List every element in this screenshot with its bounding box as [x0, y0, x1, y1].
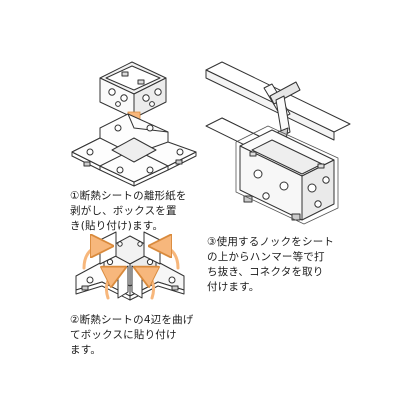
step3-illustration	[205, 61, 351, 225]
outlet-box-step3	[235, 125, 339, 225]
step2-illustration	[75, 231, 185, 301]
step1-caption: ①断熱シートの離形紙を 剥がし、ボックスを置 き(貼り付け)ます。	[70, 189, 187, 234]
caption-line: 剥がし、ボックスを置	[70, 205, 177, 217]
caption-line: ます。	[70, 344, 102, 356]
caption-line: ③使用するノックをシート	[207, 236, 335, 248]
step3-caption: ③使用するノックをシート の上からハンマー等で打 ち抜き、コネクタを取り 付けま…	[207, 235, 334, 295]
caption-line: の上からハンマー等で打	[207, 251, 325, 263]
caption-line: ①断熱シートの離形紙を	[70, 190, 187, 202]
caption-line: き(貼り付け)ます。	[70, 220, 164, 232]
fold-arrow-icon	[106, 272, 116, 300]
insulation-sheet-step2	[75, 231, 185, 301]
outlet-box-step1	[99, 61, 167, 119]
insulation-sheet-step1	[71, 113, 197, 187]
caption-line: ②断熱シートの4辺を曲げ	[70, 314, 194, 326]
caption-line: てボックスに貼り付け	[70, 329, 177, 341]
fold-arrow-icon	[144, 272, 154, 300]
caption-line: 付けます。	[207, 281, 260, 293]
fold-arrow-icon	[160, 246, 180, 270]
fold-arrows	[82, 246, 180, 300]
caption-line: ち抜き、コネクタを取り	[207, 266, 324, 278]
fold-arrow-icon	[82, 246, 102, 270]
step2-caption: ②断熱シートの4辺を曲げ てボックスに貼り付け ます。	[70, 313, 194, 358]
step1-illustration	[71, 61, 197, 187]
